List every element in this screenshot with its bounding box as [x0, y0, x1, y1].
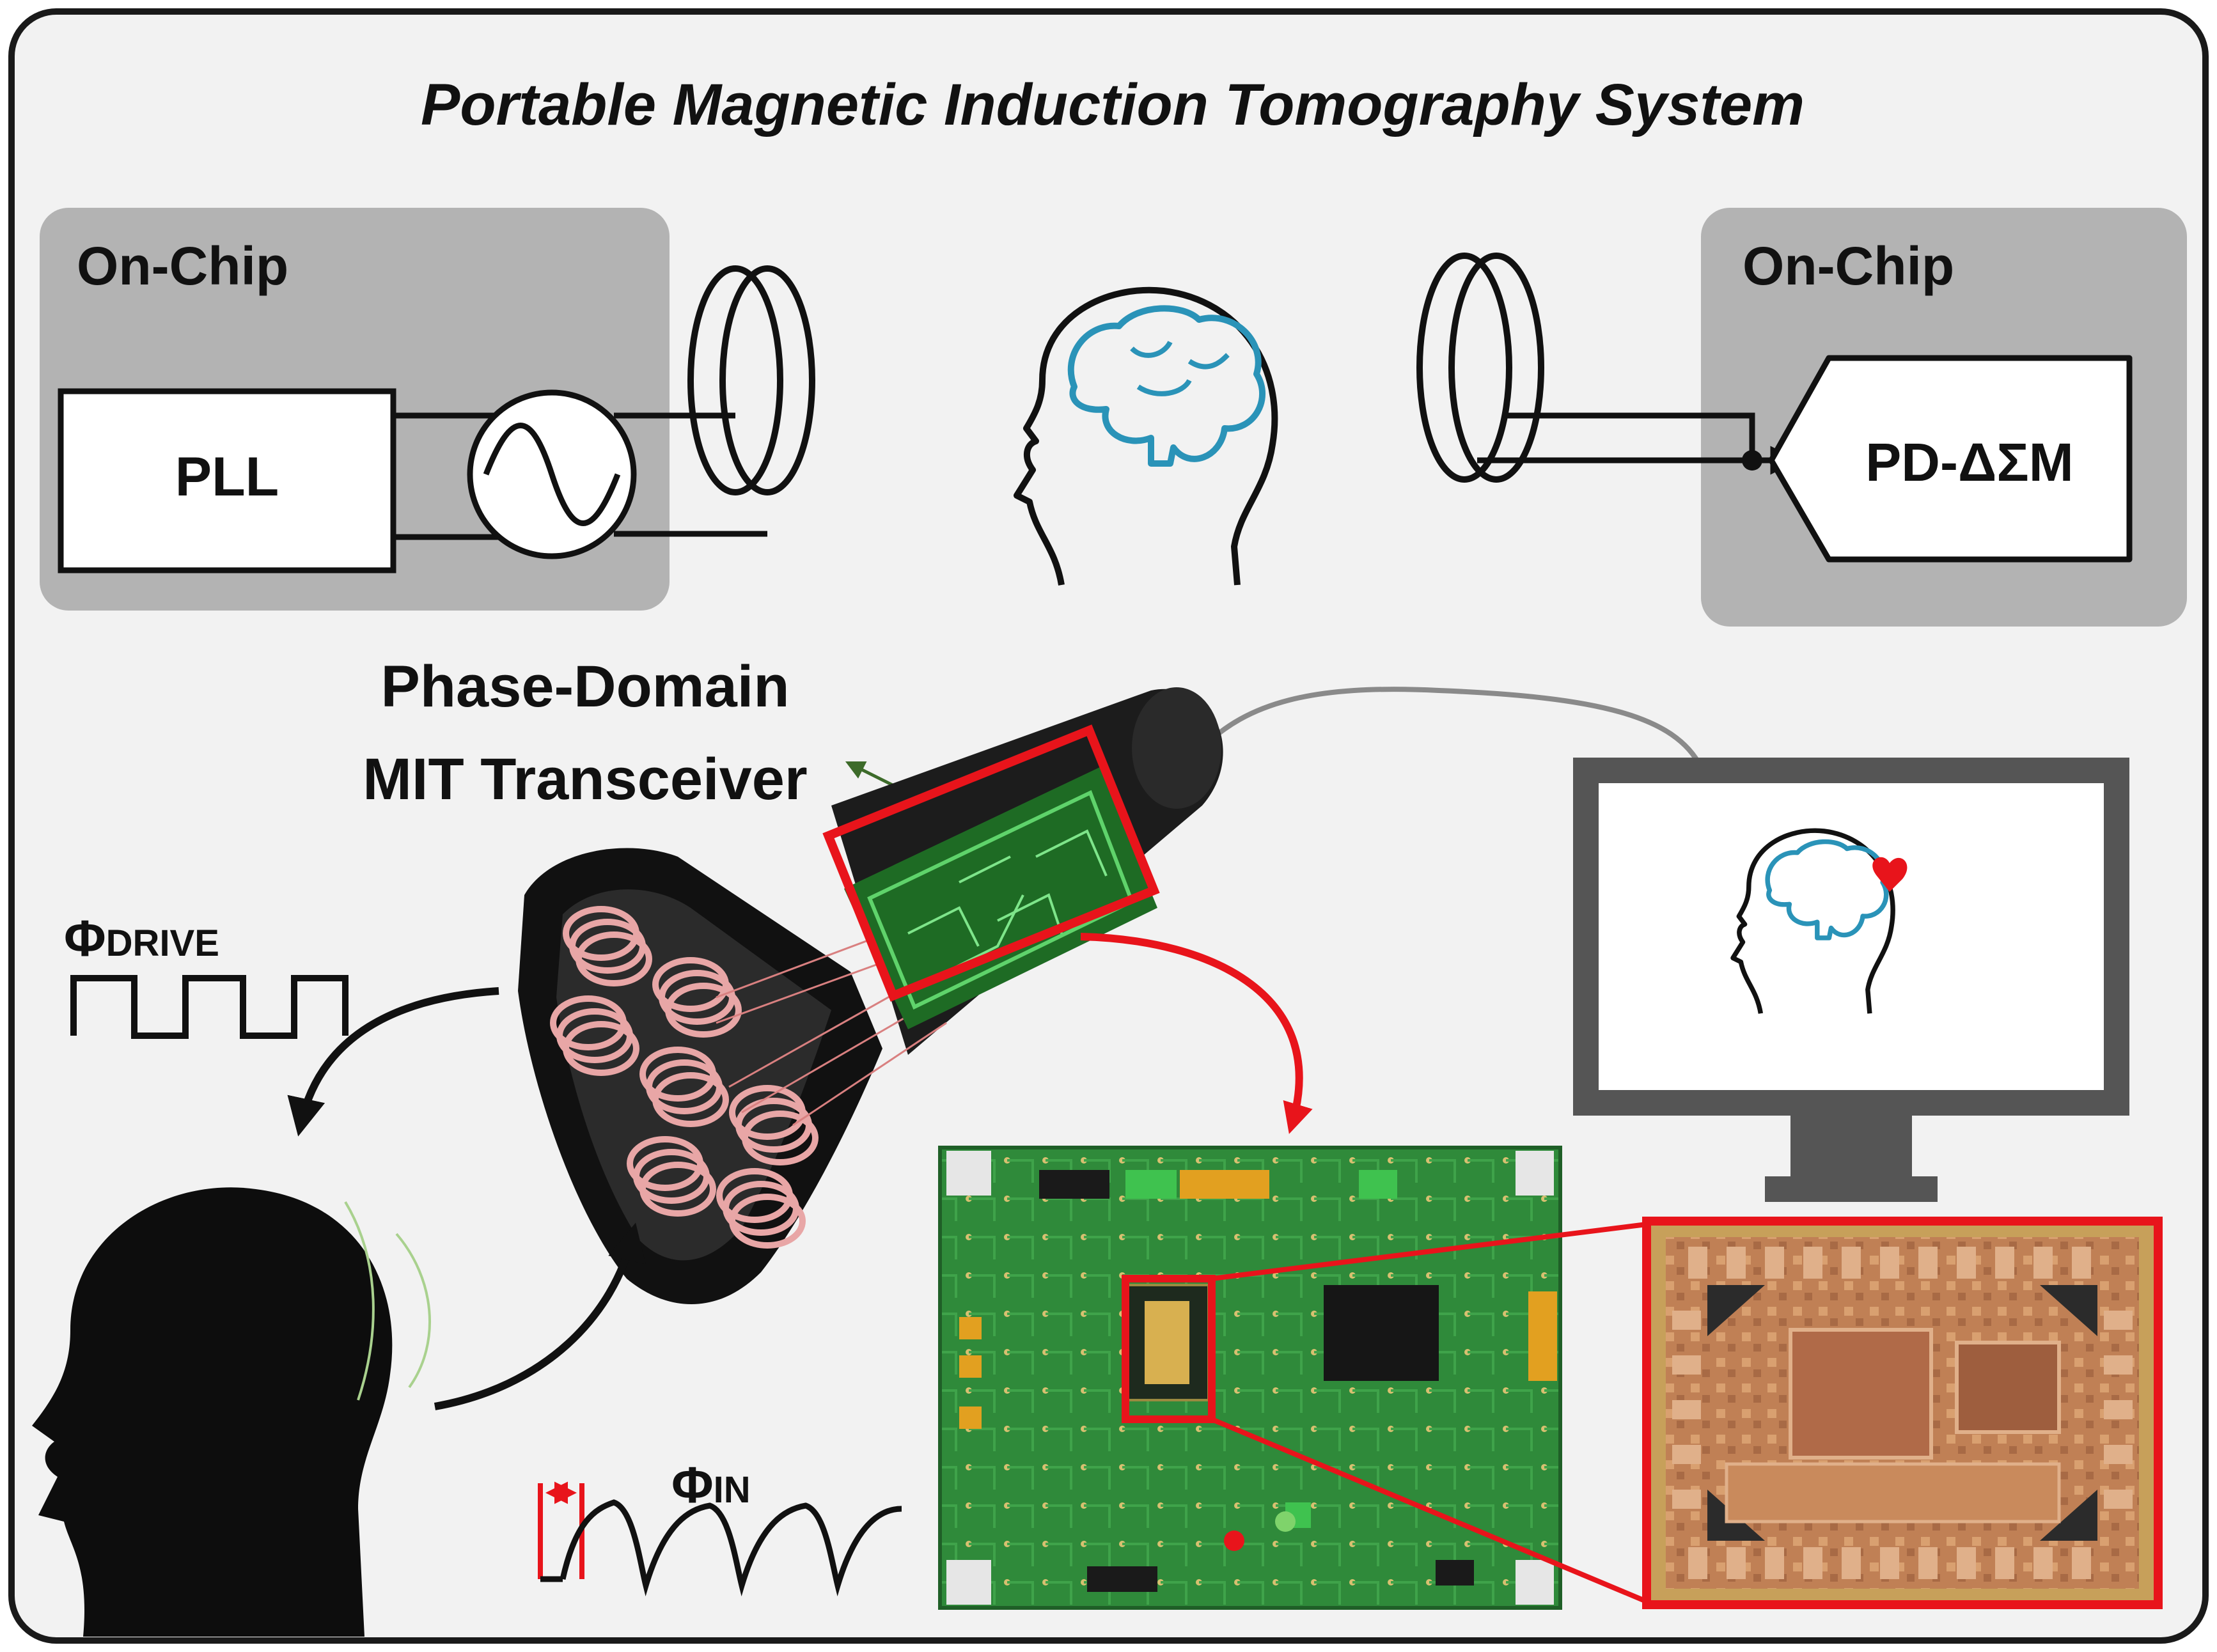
rx-onchip-label: On-Chip: [1743, 236, 1954, 296]
probe-pcb-highlight: [822, 724, 1160, 1002]
head-to-probe-arrow: [434, 1222, 646, 1410]
probe-cable: [1200, 687, 1704, 768]
pcb-callout-arrow: [1080, 933, 1313, 1134]
rx-coil-wire-top: [1503, 412, 1755, 460]
tx-coil-icon: [687, 265, 815, 495]
chip-die-highlight: [1642, 1217, 2163, 1609]
coil-array-icon: [550, 906, 819, 1249]
pd-dsm-label: PD-ΔΣM: [1865, 432, 2073, 492]
monitor-icon: [1573, 758, 2129, 1202]
monitor-head-icon: [1730, 828, 1895, 1014]
zoom-line-top: [1211, 1222, 1647, 1281]
drive-symbol: ΦDRIVE: [64, 910, 219, 967]
drive-to-head-arrow: [287, 987, 499, 1137]
rx-junction-dot: [1742, 450, 1762, 471]
brain-icon: [1067, 305, 1266, 467]
pcb-board-photo: [938, 1146, 1562, 1610]
transceiver-label-line1: Phase-Domain: [380, 654, 789, 719]
rx-coil-icon: [1416, 253, 1544, 483]
sine-wave-icon: [483, 423, 621, 526]
lesion-marker: [1872, 857, 1908, 892]
zoom-line-bottom: [1210, 1417, 1648, 1604]
patient-head-silhouette: [32, 1187, 393, 1637]
tx-onchip-label: On-Chip: [77, 236, 288, 296]
monitor-brain-icon: [1765, 839, 1889, 940]
head-outline-icon: [1014, 286, 1278, 586]
input-phase-wave: [560, 1499, 902, 1596]
drive-square-wave: [70, 975, 349, 1039]
pcb-chip-highlight: [1122, 1275, 1216, 1423]
diagram-title: Portable Magnetic Induction Tomography S…: [421, 72, 1805, 137]
chip-die-photo: [1647, 1221, 2158, 1605]
transceiver-label-line2: MIT Transceiver: [363, 747, 807, 812]
pll-label: PLL: [175, 446, 279, 508]
pd-dsm-block: [1768, 355, 2133, 563]
pll-block: [58, 388, 396, 573]
field-lines: [344, 1201, 431, 1401]
